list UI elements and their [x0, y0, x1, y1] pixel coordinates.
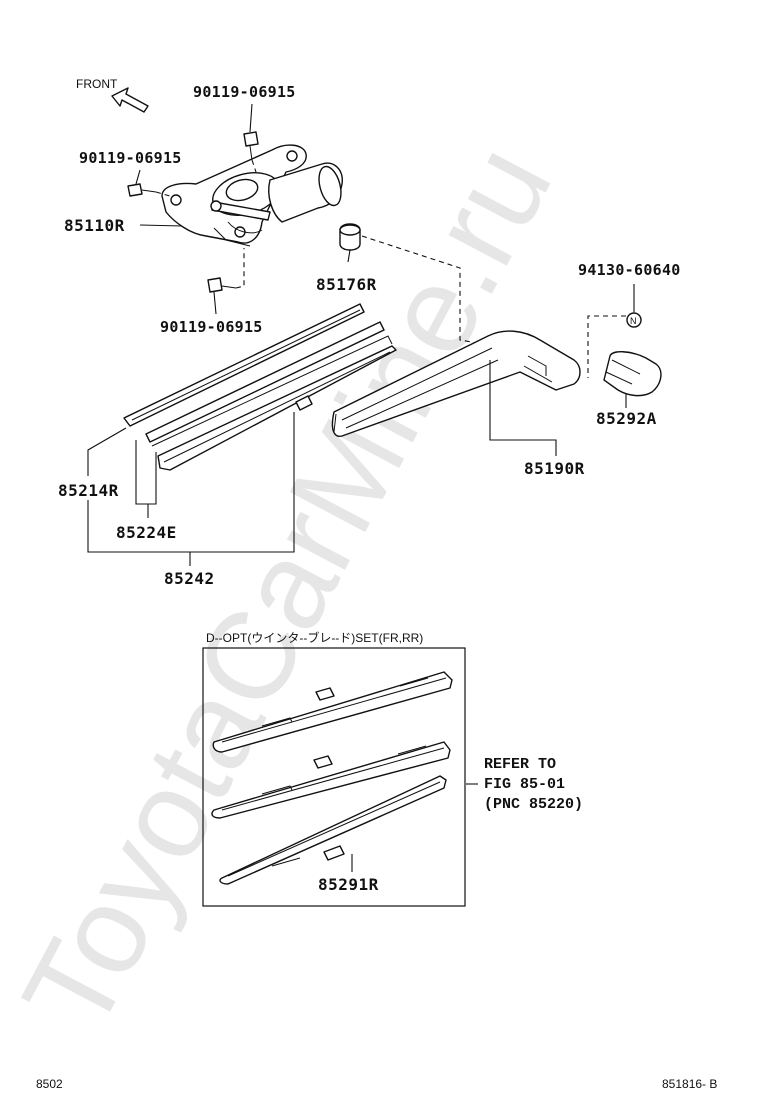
label-arm: 85190R	[524, 459, 585, 478]
wiper-blade-assembly	[151, 335, 397, 471]
label-blade-rubber: 85214R	[58, 481, 119, 500]
bolt-left-icon	[127, 183, 157, 197]
bolt-bottom-icon	[207, 277, 237, 293]
refer-line-3: (PNC 85220)	[484, 796, 583, 813]
nut-icon: N	[626, 312, 642, 328]
refer-note: REFER TO FIG 85-01 (PNC 85220)	[466, 756, 583, 813]
footer-page-code: 8502	[36, 1077, 63, 1091]
label-nut: 94130-60640	[578, 261, 681, 279]
label-cap: 85176R	[316, 275, 377, 294]
svg-text:N: N	[630, 316, 637, 326]
label-motor: 85110R	[64, 216, 125, 235]
leader-lines	[87, 103, 635, 566]
wiper-motor-assembly	[161, 144, 343, 247]
label-bolt-left: 90119-06915	[79, 149, 182, 167]
wiper-blade-rubber	[123, 303, 365, 427]
front-arrow-icon	[111, 87, 149, 113]
front-direction-indicator: FRONT	[76, 77, 149, 113]
option-winter-blade-set: D--OPT(ウインタ--ブレ--ド)SET(FR,RR) 85291R	[202, 630, 466, 907]
watermark: ToyotaCarMine.ru	[0, 124, 578, 1053]
wiper-blade-insert	[145, 321, 385, 443]
winter-blade-3	[219, 775, 447, 885]
label-bolt-bottom: 90119-06915	[160, 318, 263, 336]
bolt-top-icon	[243, 131, 259, 161]
footer-figure-code: 851816- B	[662, 1077, 717, 1091]
front-label: FRONT	[76, 77, 118, 91]
refer-line-2: FIG 85-01	[484, 776, 565, 793]
arm-cover-icon	[603, 351, 662, 397]
label-arm-cover: 85292A	[596, 409, 657, 428]
wiper-arm	[331, 330, 581, 437]
refer-line-1: REFER TO	[484, 756, 556, 773]
label-blade-insert: 85224E	[116, 523, 177, 542]
label-bolt-top: 90119-06915	[193, 83, 296, 101]
option-box-frame	[202, 647, 466, 907]
pivot-cap-icon	[339, 223, 361, 251]
winter-blade-2	[211, 741, 451, 819]
label-winter-blade: 85291R	[318, 875, 379, 894]
option-box-title: D--OPT(ウインタ--ブレ--ド)SET(FR,RR)	[206, 630, 423, 645]
winter-blade-1	[212, 671, 453, 753]
label-blade-assy: 85242	[164, 569, 215, 588]
